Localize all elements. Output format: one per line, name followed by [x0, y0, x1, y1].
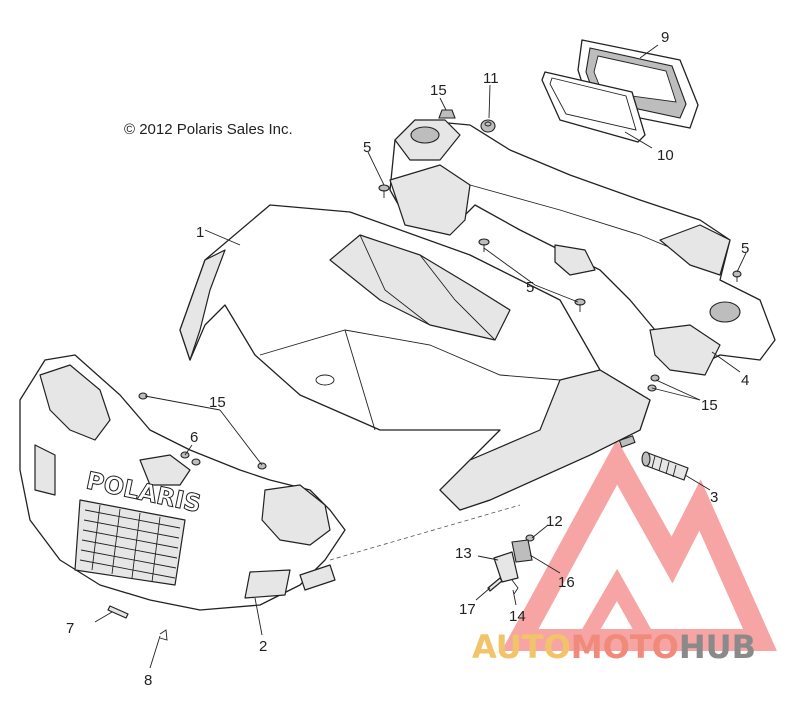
- front-fascia-part-2: POLARIS: [19, 354, 346, 611]
- watermark-auto: AUTO: [472, 628, 571, 666]
- callout-11: 11: [483, 70, 499, 87]
- callout-15-left: 15: [209, 394, 226, 411]
- callout-5-left: 5: [363, 139, 371, 156]
- fastener-screws: [138, 109, 742, 470]
- callout-5-right: 5: [741, 240, 749, 257]
- dash-panel-part-4: [389, 119, 776, 376]
- callout-labels: 1 2 3 4 5 5 5 6 7 8 9 10 11 12 13 14 15 …: [66, 29, 749, 689]
- watermark-moto: MOTO: [570, 628, 679, 666]
- callout-13: 13: [455, 545, 472, 562]
- callout-15-top: 15: [430, 82, 447, 99]
- callout-14: 14: [509, 608, 526, 625]
- callout-1: 1: [196, 224, 204, 241]
- callout-9: 9: [661, 29, 669, 46]
- watermark-logo-icon: [501, 439, 777, 651]
- callout-3: 3: [710, 489, 718, 506]
- callout-16: 16: [558, 574, 575, 591]
- callout-12: 12: [546, 513, 563, 530]
- callout-4: 4: [741, 372, 749, 389]
- callout-8: 8: [144, 672, 152, 689]
- callout-2: 2: [259, 638, 267, 655]
- callout-6: 6: [190, 429, 198, 446]
- callout-17: 17: [459, 601, 476, 618]
- watermark-hub: HUB: [678, 628, 757, 666]
- watermark-text: AUTOMOTOHUB: [472, 628, 756, 666]
- callout-7: 7: [66, 620, 74, 637]
- hood-part-1: [179, 204, 651, 511]
- leader-lines: [94, 44, 747, 669]
- copyright-notice: © 2012 Polaris Sales Inc.: [124, 121, 293, 138]
- callout-15-right: 15: [701, 397, 718, 414]
- nut-part-11: [480, 119, 496, 133]
- lens-part-10: [541, 71, 646, 143]
- small-hardware: [107, 534, 535, 641]
- callout-5-middle: 5: [526, 279, 534, 296]
- connector-part-3: [641, 451, 689, 481]
- assembly-line: [329, 504, 521, 561]
- callout-10: 10: [657, 147, 674, 164]
